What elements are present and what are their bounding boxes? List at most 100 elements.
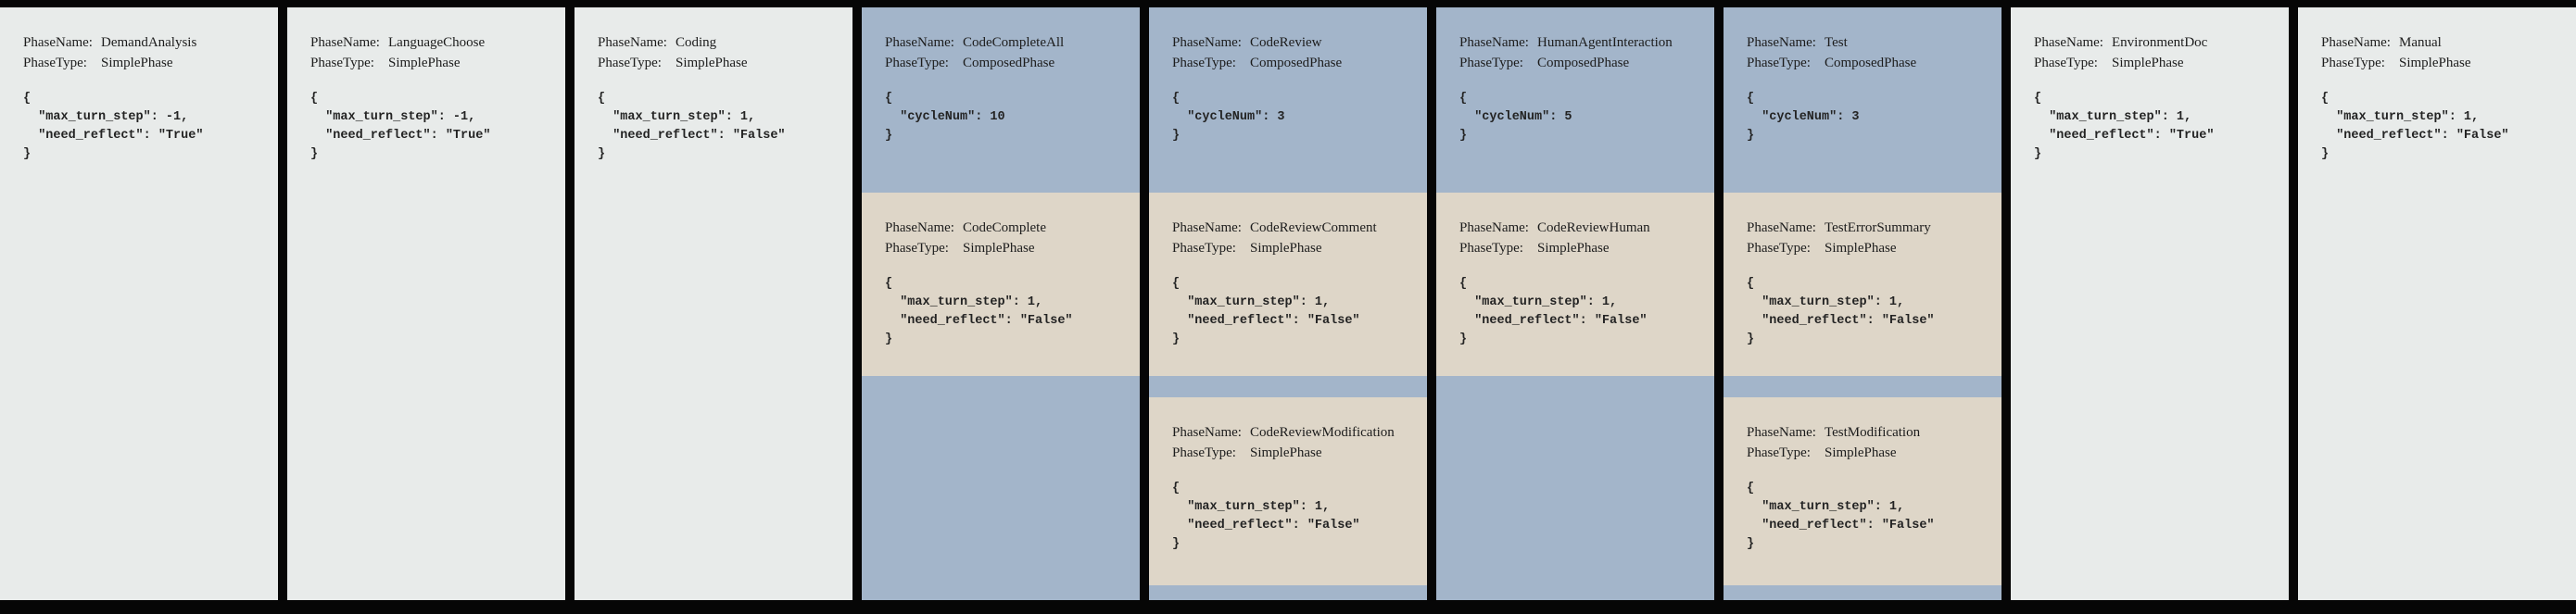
phase-header: PhaseName:DemandAnalysis PhaseType: Simpl…: [0, 7, 278, 164]
phase-type-label: PhaseType:: [598, 56, 662, 70]
phase-config-json: { "max_turn_step": 1, "need_reflect": "F…: [1459, 277, 1648, 346]
phase-name-label: PhaseName:: [598, 35, 667, 50]
phase-type-label: PhaseType:: [1747, 241, 1811, 256]
phase-name-row: PhaseName: Test: [1747, 32, 1994, 53]
phase-header: PhaseName: CodeReviewComment PhaseType: Si…: [1149, 193, 1427, 349]
phase-name-value: EnvironmentDoc: [2112, 35, 2208, 50]
phase-type-label: PhaseType:: [2321, 56, 2385, 70]
phase-type-value: SimplePhase: [1250, 241, 1322, 256]
phase-name-row: PhaseName: CodeComplete: [885, 218, 1132, 238]
phase-type-value: ComposedPhase: [1825, 56, 1917, 70]
phase-config-json: { "max_turn_step": 1, "need_reflect": "F…: [1747, 482, 1935, 551]
phase-config-json: { "cycleNum": 3 }: [1747, 92, 1860, 143]
phase-name-row: PhaseName:CodeReview: [1172, 32, 1420, 53]
phase-name-value: Manual: [2399, 35, 2442, 50]
phase-type-value: ComposedPhase: [1537, 56, 1630, 70]
phase-type-row: PhaseType: SimplePhase: [1172, 238, 1420, 258]
phase-name-row: PhaseName:Coding: [598, 32, 845, 53]
phase-name-row: PhaseName: CodeReviewModification: [1172, 422, 1420, 443]
phase-type-value: SimplePhase: [1537, 241, 1610, 256]
phase-name-value: DemandAnalysis: [101, 35, 197, 50]
phase-config-json: { "max_turn_step": -1, "need_reflect": "…: [310, 92, 491, 161]
phase-type-row: PhaseType: SimplePhase: [23, 53, 271, 73]
phase-type-value: SimplePhase: [963, 241, 1035, 256]
phase-column-test: PhaseName:Test PhaseType:ComposedPhase {…: [1724, 7, 2001, 600]
phase-column-environmentdoc: PhaseName: EnvironmentDoc PhaseType:Simpl…: [2011, 7, 2289, 600]
phase-type-label: PhaseType:: [23, 56, 87, 70]
phase-type-row: PhaseType:SimplePhase: [2034, 53, 2281, 73]
phase-name-row: PhaseName:TestModification: [1747, 422, 1994, 443]
phase-name-value: CodeCompleteAll: [963, 35, 1065, 50]
phase-type-row: PhaseType: SimplePhase: [598, 53, 845, 73]
phase-type-value: SimplePhase: [1825, 241, 1897, 256]
phase-config-json: { "cycleNum": 3 }: [1172, 92, 1285, 143]
composed-phase-header: PhaseName:CodeReview PhaseType: ComposedP…: [1149, 7, 1427, 193]
phase-name-label: PhaseName:: [1172, 220, 1242, 235]
phase-config-json: { "cycleNum": 10 }: [885, 92, 1005, 143]
phase-header: PhaseName: TestErrorSummary PhaseType: Sim…: [1724, 193, 2001, 349]
phase-type-value: SimplePhase: [1250, 445, 1322, 460]
phase-name-label: PhaseName:: [1747, 35, 1816, 50]
phase-name-row: PhaseName: LanguageChoose: [310, 32, 558, 53]
phase-column-codecompleteall: PhaseName:CodeCompleteAll PhaseType:Comp…: [862, 7, 1140, 600]
phase-config-json: { "max_turn_step": 1, "need_reflect": "T…: [2034, 92, 2215, 161]
phase-name-label: PhaseName:: [2321, 35, 2391, 50]
phase-name-value: Test: [1825, 35, 1848, 50]
phase-type-row: PhaseType: SimplePhase: [1747, 238, 1994, 258]
phase-type-row: PhaseType:SimplePhase: [1747, 443, 1994, 463]
phase-column-languagechoose: PhaseName:LanguageChoose PhaseType:Simpl…: [287, 7, 565, 600]
phase-column-manual: PhaseName:Manual PhaseType:SimplePhase {…: [2298, 7, 2576, 600]
phase-name-value: CodeComplete: [963, 220, 1046, 235]
phase-name-label: PhaseName:: [885, 220, 954, 235]
phase-name-row: PhaseName:DemandAnalysis: [23, 32, 271, 53]
subphase-block-testmodification: PhaseName:TestModification PhaseType:Sim…: [1724, 397, 2001, 585]
composed-phase-header: PhaseName: HumanAgentInteraction PhaseTyp…: [1436, 7, 1714, 193]
phase-type-value: ComposedPhase: [1250, 56, 1343, 70]
phase-name-label: PhaseName:: [1747, 220, 1816, 235]
phase-type-row: PhaseType: ComposedPhase: [1172, 53, 1420, 73]
phase-name-value: CodeReviewModification: [1250, 425, 1395, 440]
phase-name-row: PhaseName: CodeCompleteAll: [885, 32, 1132, 53]
phase-name-label: PhaseName:: [1459, 35, 1529, 50]
subphase-block-codereviewhuman: PhaseName:CodeReviewHuman PhaseType: Simp…: [1436, 193, 1714, 376]
phase-name-label: PhaseName:: [1747, 425, 1816, 440]
phase-type-label: PhaseType:: [1459, 56, 1523, 70]
phase-name-value: CodeReviewComment: [1250, 220, 1377, 235]
phase-name-row: PhaseName: TestErrorSummary: [1747, 218, 1994, 238]
phase-name-label: PhaseName:: [1172, 35, 1242, 50]
phase-type-label: PhaseType:: [1459, 241, 1523, 256]
phase-name-label: PhaseName:: [2034, 35, 2103, 50]
phase-type-label: PhaseType:: [1172, 241, 1236, 256]
phase-header: PhaseName:CodeReviewHuman PhaseType: Simp…: [1436, 193, 1714, 349]
phase-type-row: PhaseType: SimplePhase: [885, 238, 1132, 258]
phase-type-row: PhaseType: ComposedPhase: [1459, 53, 1707, 73]
phase-name-value: TestErrorSummary: [1825, 220, 1931, 235]
composed-phase-header: PhaseName: Test PhaseType:ComposedPhase {…: [1724, 7, 2001, 193]
phase-config-json: { "max_turn_step": 1, "need_reflect": "F…: [1172, 482, 1360, 551]
subphase-divider: [1149, 376, 1427, 397]
phase-name-value: HumanAgentInteraction: [1537, 35, 1673, 50]
phase-type-row: PhaseType: SimplePhase: [1172, 443, 1420, 463]
composed-phase-header: PhaseName:CodeCompleteAll PhaseType:Comp…: [862, 7, 1140, 193]
phase-type-value: SimplePhase: [676, 56, 748, 70]
phase-name-label: PhaseName:: [1172, 425, 1242, 440]
phase-name-label: PhaseName:: [885, 35, 954, 50]
phase-header: PhaseName: CodeReviewModification PhaseTy…: [1149, 397, 1427, 554]
phase-name-label: PhaseName:: [310, 35, 380, 50]
phase-type-value: SimplePhase: [2112, 56, 2184, 70]
phase-column-coding: PhaseName:Coding PhaseType:SimplePhase {…: [575, 7, 852, 600]
phase-type-value: SimplePhase: [1825, 445, 1897, 460]
phase-header: PhaseName: CodeComplete PhaseType: SimpleP…: [862, 193, 1140, 349]
subphase-block-codereviewmodification: PhaseName: CodeReviewModification PhaseTy…: [1149, 397, 1427, 585]
phase-type-row: PhaseType: SimplePhase: [1459, 238, 1707, 258]
phase-type-value: SimplePhase: [101, 56, 173, 70]
phase-name-label: PhaseName:: [1459, 220, 1529, 235]
phase-name-value: LanguageChoose: [388, 35, 486, 50]
phase-type-label: PhaseType:: [1172, 56, 1236, 70]
phase-type-value: SimplePhase: [2399, 56, 2471, 70]
phase-type-label: PhaseType:: [885, 56, 949, 70]
phase-type-label: PhaseType:: [1172, 445, 1236, 460]
phase-name-row: PhaseName:CodeReviewHuman: [1459, 218, 1707, 238]
phase-type-row: PhaseType:ComposedPhase: [1747, 53, 1994, 73]
phase-type-label: PhaseType:: [885, 241, 949, 256]
